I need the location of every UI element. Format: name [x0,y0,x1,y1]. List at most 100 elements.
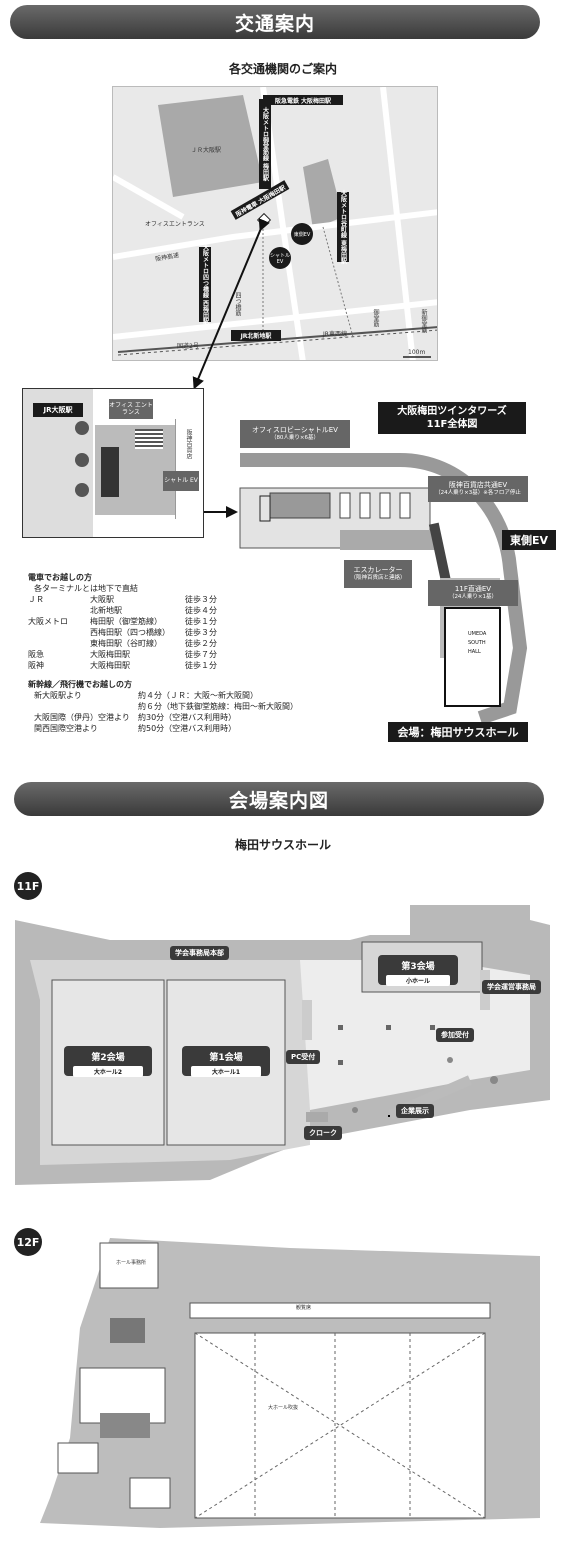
shinkansen-heading: 新幹線／飛行機でお越しの方 [28,680,132,689]
floor-11f-badge: 11F [14,872,42,900]
train-time: 徒歩３分 [185,628,217,637]
train-station: 西梅田駅（四つ橋線） [90,628,170,637]
inset-office-entrance-label: オフィス エントランス [109,399,153,419]
tower-title-line1: 大阪梅田ツインタワーズ [397,406,507,417]
train-line [28,605,90,616]
escalator-box: エスカレーター （阪神百貨店と連絡） [344,560,412,588]
hall-logo: UMEDA SOUTH HALL [468,631,487,655]
jr-osaka-building [158,95,263,197]
inset-shuttle-ev-label: シャトル EV [163,471,199,491]
train-station: 大阪梅田駅 [90,650,130,659]
train-time: 徒歩７分 [185,650,217,659]
room2-label: 第2会場 [91,1053,125,1063]
train-row: 大阪メトロ梅田駅（御堂筋線）徒歩１分 [28,616,328,627]
train-row: 阪急 大阪梅田駅 徒歩７分 [28,649,328,660]
hanshin-common-ev-box: 阪神百貨店共通EV （24人乗り×3基）※各フロア停止 [428,476,528,502]
train-line: ＪＲ [28,595,44,604]
room3-label: 第3会場 [401,962,435,972]
train-row: 阪神 大阪梅田駅 徒歩１分 [28,660,328,671]
shinkansen-row: 関西国際空港より 約50分（空港バス利用時） [28,723,328,734]
building [303,159,343,229]
hall-office-label: ホール事務所 [116,1260,147,1266]
office-entrance-label: オフィスエントランス [145,221,205,228]
road-midosuji-label: 御堂筋 [372,309,379,327]
train-row: 北新地駅徒歩４分 [28,605,328,616]
jr-osaka-station-label: ＪＲ大阪駅 [191,147,222,154]
shinkansen-from: 新大阪駅より [34,691,82,700]
floor-12f-badge: 12F [14,1228,42,1256]
venue-label: 会場：梅田サウスホール [388,722,528,742]
pillar [75,421,89,435]
registration-tag: 参加受付 [436,1028,474,1042]
train-line: 阪神 [28,661,44,670]
stairs-icon [135,429,163,449]
shinkansen-rows: 新大阪駅より約４分（ＪＲ：大阪～新大阪間）約６分（地下鉄御堂筋線：梅田～新大阪間… [28,690,328,734]
gallery-label: 観覧席 [296,1305,312,1311]
train-row: 東梅田駅（谷町線） 徒歩２分 [28,638,328,649]
station-detail-inset: JR大阪駅 オフィス エントランス 阪神百貨店 シャトル EV [22,388,204,538]
jr-tozai-line-label: JR東西線 [323,331,347,338]
shinkansen-row: 新大阪駅より約４分（ＪＲ：大阪～新大阪間） [28,690,328,701]
room2-badge: 第2会場 大ホール2 [64,1046,152,1077]
venue-banner: 会場案内図 [14,782,544,816]
hanshin-common-ev-sub: （24人乗り×3基）※各フロア停止 [435,489,521,496]
train-station: 東梅田駅（谷町線） [90,639,162,648]
train-station: 北新地駅 [90,606,122,615]
shinkansen-detail: 約50分（空港バス利用時） [138,724,237,733]
train-line [28,638,90,649]
shinkansen-from: 大阪国際（伊丹）空港より [34,713,130,722]
train-line [28,627,90,638]
escalator-sub: （阪神百貨店と連絡） [350,574,406,581]
tower-title-line2: 11F全体図 [426,419,478,430]
pillar [75,453,89,467]
shuttle-ev-marker: シャトルEV [269,247,291,269]
room1-label: 第1会場 [209,1053,243,1063]
metro-tanimachi-label: 大阪メトロ谷町線 東梅田駅 [337,190,349,264]
office-lobby-ev-box: オフィスロビーシャトルEV （80人乗り×6基） [240,420,350,448]
cloak-tag: クローク [304,1126,342,1140]
room3-badge: 第3会場 小ホール [378,955,458,986]
train-heading: 電車でお越しの方 [28,573,92,582]
train-row: 西梅田駅（四つ橋線） 徒歩３分 [28,627,328,638]
access-banner: 交通案内 [10,5,540,39]
train-time: 徒歩１分 [185,617,217,626]
inset-jr-osaka-label: JR大阪駅 [33,403,83,417]
train-time: 徒歩２分 [185,639,217,648]
direct-ev-box: 11F直通EV （24人乗り×1基） [428,580,518,606]
train-station: 大阪駅 [90,595,114,604]
shinkansen-row: 大阪国際（伊丹）空港より約30分（空港バス利用時） [28,712,328,723]
shinkansen-from: 関西国際空港より [34,724,98,733]
scale-label: 100m [408,349,426,356]
train-line: 阪急 [28,650,44,659]
inset-block [101,447,119,497]
road-shinmido-label: 新御堂筋 [420,309,427,333]
room2-sub: 大ホール2 [72,1066,144,1077]
pc-reception-tag: PC受付 [286,1050,321,1064]
atrium-label: 大ホール吹抜 [268,1405,299,1411]
office-lobby-ev-sub: （80人乗り×6基） [270,434,320,441]
dept-store-label: 阪神百貨店 [185,429,192,459]
metro-midosuji-label: 大阪メトロ御堂筋線 梅田駅 [259,99,271,189]
escalator-label: エスカレーター [353,566,403,575]
train-line: 大阪メトロ [28,617,68,626]
access-subtitle: 各交通機関のご案内 [228,62,337,76]
floor-12f-plan [40,1238,540,1528]
train-time: 徒歩３分 [185,595,217,604]
train-time: 徒歩１分 [185,661,217,670]
shinkansen-row: 約６分（地下鉄御堂筋線：梅田～新大阪間） [28,701,328,712]
direct-ev-sub: （24人乗り×1基） [448,593,498,600]
east-ev-label: 東側EV [502,530,556,550]
dept-store-area: 阪神百貨店 [175,419,201,519]
road-route2-label: 国道2号 [177,343,199,350]
room1-sub: 大ホール1 [190,1066,262,1077]
train-note: 各ターミナルとは地下で直結 [34,584,138,593]
room1-badge: 第1会場 大ホール1 [182,1046,270,1077]
train-station: 大阪梅田駅 [90,661,130,670]
shinkansen-detail: 約30分（空港バス利用時） [138,713,237,722]
exhibition-tag: 企業展示 [396,1104,434,1118]
area-map: 阪急電鉄 大阪梅田駅 ＪＲ大阪駅 大阪メトロ御堂筋線 梅田駅 阪神電車 大阪梅田… [112,86,438,361]
shinkansen-from [34,701,138,712]
shinkansen-detail: 約６分（地下鉄御堂筋線：梅田～新大阪間） [138,702,298,711]
